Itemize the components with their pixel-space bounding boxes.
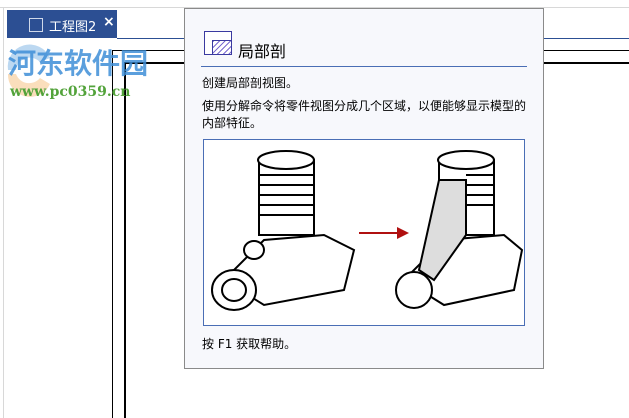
engine-after-image — [395, 150, 524, 309]
frame-line — [124, 62, 126, 418]
engine-before-image — [211, 150, 356, 311]
top-border — [0, 7, 629, 8]
divider — [201, 66, 527, 67]
help-hint: 按 F1 获取帮助。 — [202, 337, 297, 351]
drawing-icon — [29, 18, 43, 32]
broken-out-section-icon — [204, 31, 232, 55]
watermark-logo-icon — [7, 44, 51, 97]
tab-drawing[interactable]: 工程图2 × — [7, 10, 117, 38]
left-border — [3, 8, 4, 418]
frame-line — [112, 50, 113, 418]
tooltip-title: 局部剖 — [238, 42, 287, 61]
tooltip-summary: 创建局部剖视图。 — [202, 76, 299, 90]
arrow-icon — [359, 227, 409, 239]
illustration — [203, 139, 525, 326]
tooltip-description: 使用分解命令将零件视图分成几个区域，以便能够显示模型的内部特征。 — [202, 99, 527, 130]
close-icon[interactable]: × — [103, 14, 115, 30]
tooltip-popup: 局部剖 创建局部剖视图。 使用分解命令将零件视图分成几个区域，以便能够显示模型的… — [184, 8, 544, 369]
tab-label: 工程图2 — [49, 20, 97, 35]
